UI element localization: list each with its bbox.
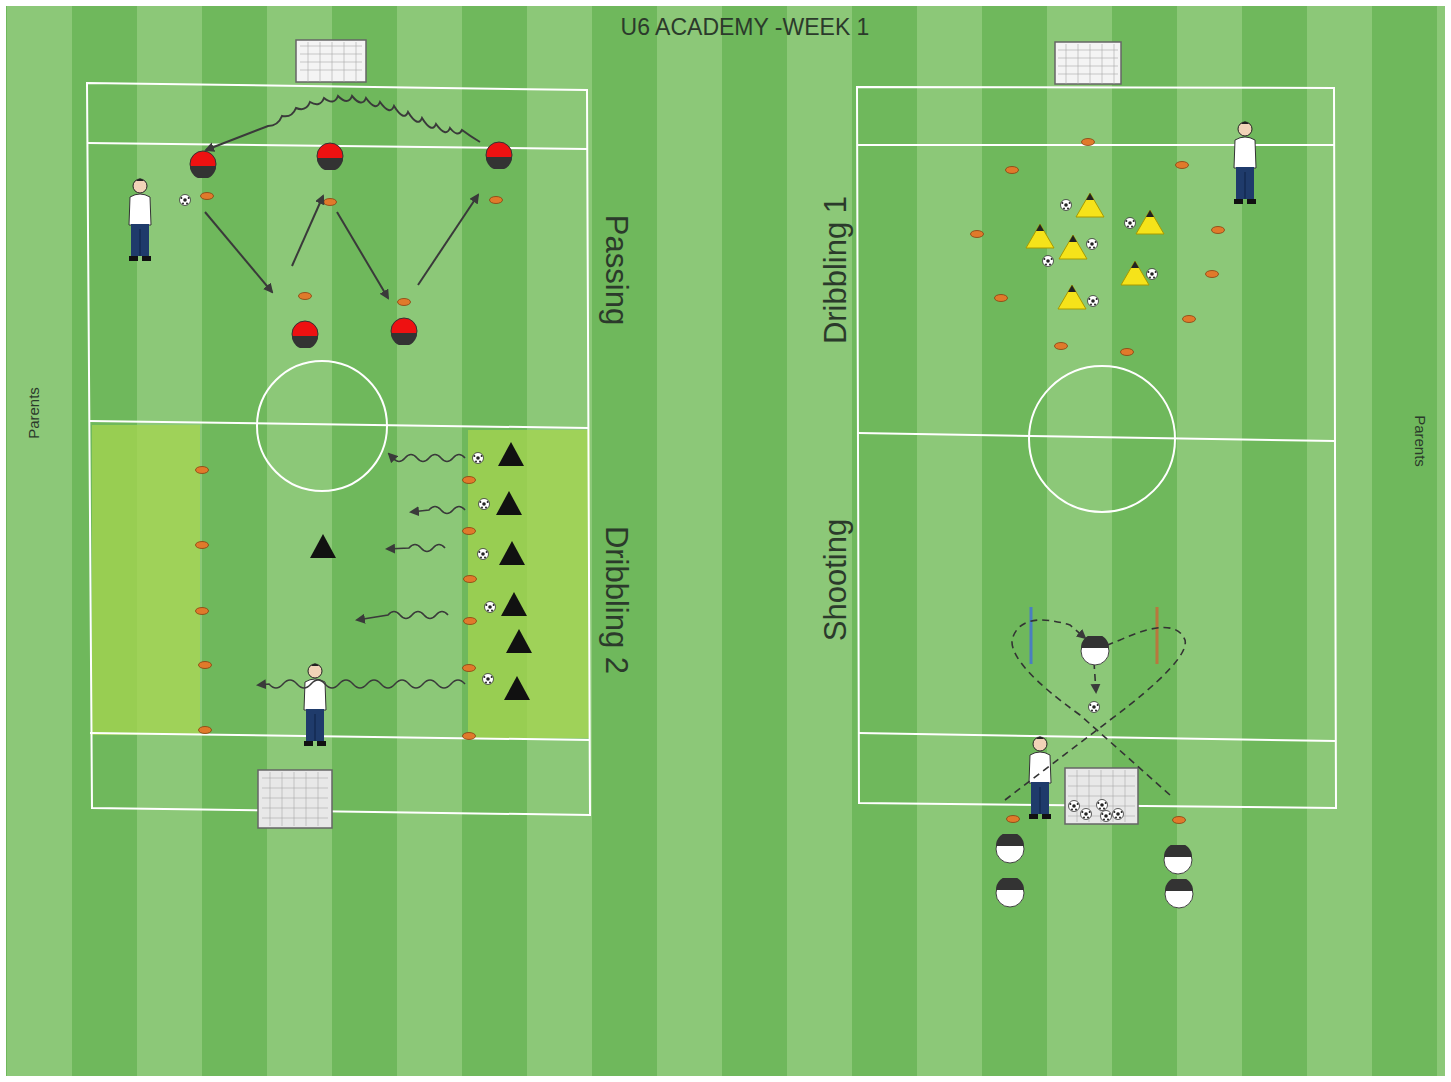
section-label: Passing xyxy=(601,215,632,325)
section-label: Dribbling 2 xyxy=(601,526,632,674)
side-label: Parents xyxy=(26,387,41,439)
page-title: U6 ACADEMY -WEEK 1 xyxy=(621,16,870,39)
section-label: Dribbling 1 xyxy=(820,196,851,344)
side-label: Parents xyxy=(1413,415,1428,467)
section-label: Shooting xyxy=(820,519,851,641)
